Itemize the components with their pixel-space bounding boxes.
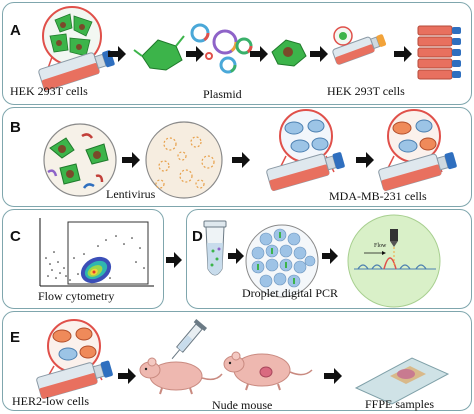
flask-icon xyxy=(378,152,457,191)
arrow-icon xyxy=(310,46,328,62)
flask-icon xyxy=(36,360,113,399)
mouse-icon xyxy=(223,351,313,391)
caption-mda: MDA-MB-231 cells xyxy=(329,189,427,203)
caption-flow: Flow cytometry xyxy=(38,289,115,303)
syringe-icon xyxy=(171,319,207,360)
panel-b-label: B xyxy=(10,119,21,136)
panel-a-label: A xyxy=(10,22,21,39)
arrow-icon xyxy=(118,368,136,384)
mouse-icon xyxy=(139,357,223,395)
arrow-c-to-d xyxy=(166,252,182,268)
hek-cells-magnified-icon xyxy=(42,6,102,75)
arrow-icon xyxy=(322,248,338,264)
panel-e-graphics xyxy=(36,319,450,405)
arrow-icon xyxy=(324,368,342,384)
flow-cytometry-plot xyxy=(39,218,154,287)
cell-icon xyxy=(133,35,185,71)
slide-icon xyxy=(354,357,450,405)
caption-her2: HER2-low cells xyxy=(12,394,89,408)
arrow-icon xyxy=(122,152,140,168)
flask-icon xyxy=(266,152,345,191)
arrow-icon xyxy=(166,252,182,268)
arrow-icon xyxy=(228,248,244,264)
droplet-reader-icon xyxy=(347,214,441,308)
cell-icon xyxy=(271,39,307,67)
panel-e-label: E xyxy=(10,329,21,346)
tube-icon xyxy=(203,220,227,276)
panel-c xyxy=(2,209,164,309)
panel-a-graphics xyxy=(38,6,461,91)
flask-stack-icon xyxy=(417,25,461,80)
arrow-icon xyxy=(394,46,412,62)
flask-icon xyxy=(332,34,387,65)
panel-d-graphics xyxy=(203,214,441,308)
caption-lentivirus: Lentivirus xyxy=(106,187,156,201)
caption-plasmid: Plasmid xyxy=(203,87,242,101)
droplet-partition-icon xyxy=(245,224,319,298)
arrow-icon xyxy=(250,46,268,62)
lentivirus-icon xyxy=(145,121,223,199)
plasmid-icon xyxy=(190,23,253,74)
caption-flow-tag: Flow xyxy=(374,243,387,249)
caption-hek-right: HEK 293T cells xyxy=(327,84,405,98)
arrow-icon xyxy=(186,46,204,62)
population-density xyxy=(80,256,112,284)
arrow-icon xyxy=(232,152,250,168)
transduced-cells-magnified-icon xyxy=(385,109,443,173)
caption-mouse: Nude mouse xyxy=(212,398,273,412)
caption-hek-left: HEK 293T cells xyxy=(10,84,88,98)
caption-ddpcr: Droplet digital PCR xyxy=(242,286,338,300)
arrow-icon xyxy=(356,152,374,168)
panel-b-graphics xyxy=(43,109,457,199)
gate-box xyxy=(67,221,149,285)
tumor-icon xyxy=(259,366,273,378)
arrow-icon xyxy=(108,46,126,62)
virus-producing-cells-icon xyxy=(43,123,117,197)
caption-ffpe: FFPE samples xyxy=(365,397,435,411)
panel-d-label: D xyxy=(192,228,203,245)
flask-icon xyxy=(38,50,115,91)
panel-c-label: C xyxy=(10,228,21,245)
